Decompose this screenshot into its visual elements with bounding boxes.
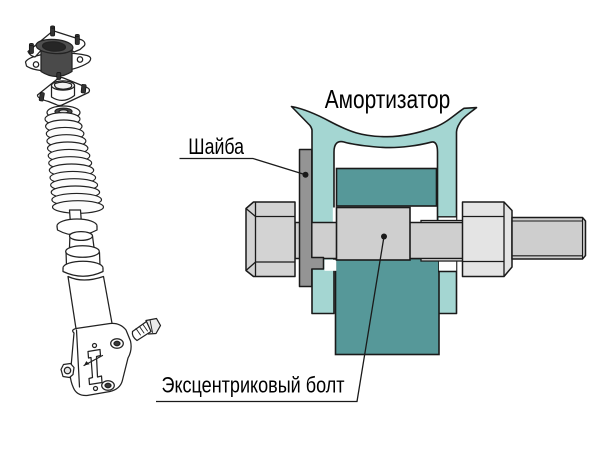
svg-text:Амортизатор: Амортизатор: [325, 84, 451, 114]
svg-text:Шайба: Шайба: [188, 134, 244, 159]
svg-text:Эксцентриковый болт: Эксцентриковый болт: [162, 372, 345, 397]
